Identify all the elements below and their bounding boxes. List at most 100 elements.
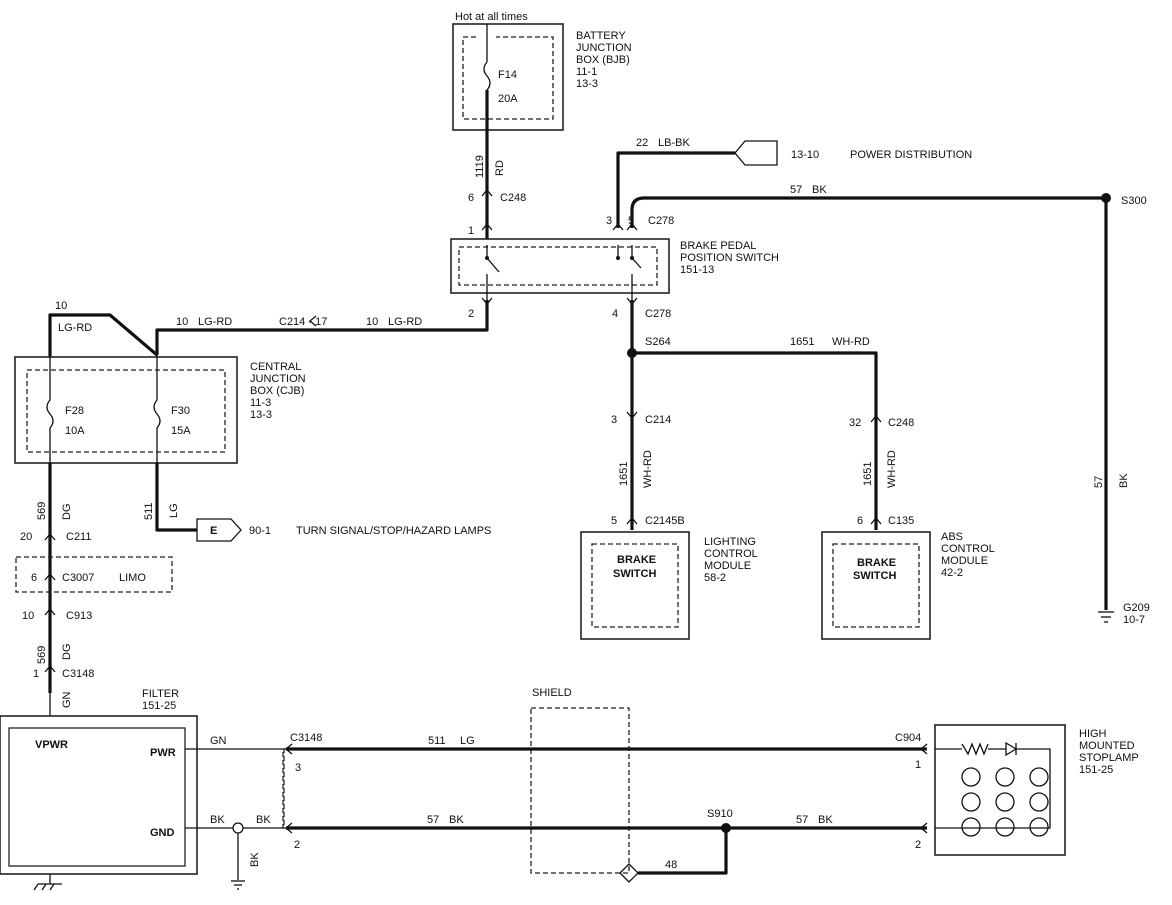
vpwr-label: VPWR — [35, 739, 68, 751]
c3007-pin-6: 6 — [31, 572, 37, 584]
filter-module — [0, 715, 198, 875]
power-distribution-connector — [734, 140, 778, 166]
lighting-control-module — [580, 531, 690, 640]
hms-label-3: STOPLAMP — [1079, 752, 1139, 764]
c3148-mid-label: C3148 — [290, 732, 322, 744]
c214-mid-arrow — [626, 411, 638, 420]
wire-1651-l-color: WH-RD — [642, 450, 654, 488]
limo-option-box — [15, 556, 173, 593]
c135-label: C135 — [888, 515, 914, 527]
c904-pin-1: 1 — [915, 759, 921, 771]
bpps-pin3-arrow — [612, 222, 624, 231]
wire-511-a-number: 511 — [143, 502, 155, 520]
wire-57-top-number: 57 — [790, 184, 802, 196]
abs-label-2: CONTROL — [941, 543, 995, 555]
c211-pin-20: 20 — [20, 531, 32, 543]
bpps-pin-5: 5 — [628, 215, 634, 227]
c214-pin-3: 3 — [611, 414, 617, 426]
c904-bottom-arrow — [919, 822, 928, 834]
hms-return — [935, 748, 1051, 829]
wire-1651-wh-rd-right — [632, 351, 878, 530]
wire-10-c-color: LG-RD — [388, 316, 422, 328]
connector-13-10: 13-10 — [791, 149, 819, 161]
shield-drain-diamond — [619, 863, 639, 883]
lcm-label-3: MODULE — [704, 560, 751, 572]
c135-arrow — [870, 516, 882, 525]
ground-symbol-bk — [231, 880, 245, 890]
fuse-f30-rating: 15A — [171, 425, 191, 437]
fuse-f30-label: F30 — [171, 405, 190, 417]
wire-57-b2-number: 57 — [796, 814, 808, 826]
c211-arrow — [44, 532, 56, 541]
bjb-label-5: 13-3 — [576, 78, 598, 90]
wire-1119-number: 1119 — [474, 155, 486, 178]
g209-label: G209 — [1123, 602, 1150, 614]
bpps-label-2: POSITION SWITCH — [680, 252, 779, 264]
wire-57-b2-color: BK — [818, 814, 833, 826]
c913-arrow — [44, 607, 56, 616]
connector-90-1: 90-1 — [249, 525, 271, 537]
bpps-switch-c-contact — [630, 256, 634, 260]
wire-511-a-color: LG — [168, 503, 180, 518]
fuse-f28-rating: 10A — [65, 425, 85, 437]
central-junction-box — [14, 356, 238, 464]
c3148-pin-2: 2 — [294, 839, 300, 851]
wire-bk-ground-color: BK — [249, 852, 261, 867]
wire-1119-color: RD — [494, 160, 506, 176]
c3148-dashed-link — [282, 748, 285, 829]
abs-label-3: MODULE — [941, 555, 988, 567]
cjb-label-3: BOX (CJB) — [250, 385, 304, 397]
c904-pin-2: 2 — [915, 839, 921, 851]
wire-57-right-number: 57 — [1093, 476, 1105, 488]
bpps-label-3: 151-13 — [680, 264, 714, 276]
wire-1651-r-color: WH-RD — [886, 450, 898, 488]
fuse-f30-symbol — [153, 355, 161, 463]
wire-569-b-color: DG — [61, 644, 73, 661]
cjb-label-5: 13-3 — [250, 409, 272, 421]
bpps-pin1-arrow — [481, 222, 493, 231]
connector-e — [196, 518, 242, 542]
wire-511-lg — [155, 463, 197, 532]
c248-mid-label: C248 — [888, 417, 914, 429]
brake-switch-left-1: BRAKE — [617, 554, 656, 566]
bpps-pin-1: 1 — [468, 225, 474, 237]
bjb-label-4: 11-1 — [576, 66, 597, 78]
pwr-pin-label: PWR — [150, 747, 176, 759]
fuse-f14-label: F14 — [498, 69, 517, 81]
c2145b-label: C2145B — [645, 515, 685, 527]
hms-label-2: MOUNTED — [1079, 740, 1135, 752]
wire-1651-top-color: WH-RD — [832, 336, 870, 348]
wire-10-a-number: 10 — [55, 300, 67, 312]
c2145b-pin-5: 5 — [611, 515, 617, 527]
s300-label: S300 — [1121, 195, 1147, 207]
wire-48-number: 48 — [665, 859, 677, 871]
splice-s264 — [627, 348, 637, 358]
hms-resistor-icon — [961, 742, 989, 756]
bpps-pin-3: 3 — [606, 215, 612, 227]
fuse-f28-label: F28 — [65, 405, 84, 417]
wire-gn-color-v: GN — [61, 691, 73, 708]
s264-label: S264 — [645, 336, 671, 348]
wire-gn-color-h: GN — [210, 735, 227, 747]
c913-label: C913 — [66, 610, 92, 622]
bjb-label-2: JUNCTION — [576, 42, 632, 54]
wire-511-b-color: LG — [460, 735, 475, 747]
c214-arrow — [308, 315, 317, 327]
brake-switch-left-2: SWITCH — [613, 568, 656, 580]
wire-57-b1-number: 57 — [427, 814, 439, 826]
wire-1651-l-number: 1651 — [618, 462, 630, 486]
wire-511-b-number: 511 — [428, 735, 446, 747]
wire-22-number: 22 — [636, 137, 648, 149]
turn-signal-label: TURN SIGNAL/STOP/HAZARD LAMPS — [296, 525, 491, 537]
c278-bottom-label: C278 — [645, 308, 671, 320]
bpps-pin5-arrow — [626, 222, 638, 231]
wire-bk-color-1: BK — [210, 814, 225, 826]
bpps-pin-2: 2 — [468, 308, 474, 320]
limo-label: LIMO — [119, 572, 146, 584]
wire-57-b1-color: BK — [449, 814, 464, 826]
s910-label: S910 — [707, 808, 733, 820]
c248-mid-arrow — [870, 414, 882, 423]
c135-pin-6: 6 — [857, 515, 863, 527]
bpps-label-1: BRAKE PEDAL — [680, 240, 756, 252]
